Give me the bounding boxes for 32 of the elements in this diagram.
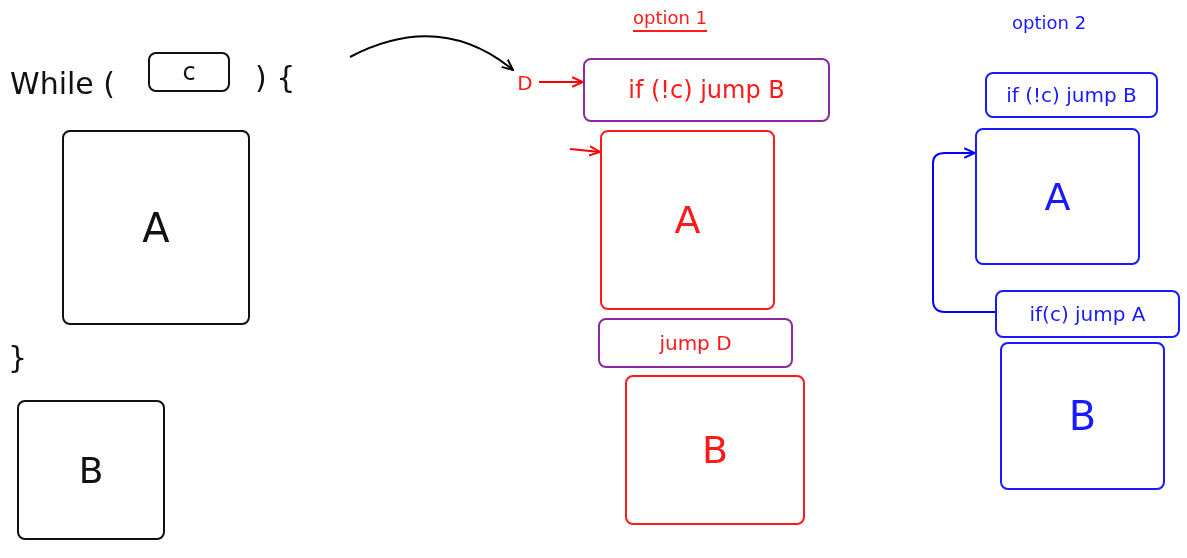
box-label: A	[142, 204, 170, 251]
column-heading: option 1	[632, 6, 708, 32]
box-label: c	[182, 58, 196, 86]
box-label: B	[78, 449, 104, 491]
box-label: if(c) jump A	[1029, 302, 1146, 326]
code-box	[985, 72, 1158, 118]
code-box	[995, 290, 1180, 338]
code-box	[975, 128, 1140, 265]
column-heading: option 2	[1012, 12, 1087, 33]
arrow	[932, 147, 996, 313]
box-label: B	[1068, 393, 1097, 439]
box-label: if (!c) jump B	[1006, 83, 1137, 107]
code-text: ) {	[255, 60, 296, 95]
code-text: While (	[10, 66, 116, 101]
box-label: A	[674, 198, 701, 242]
arrow	[349, 35, 514, 71]
code-text: D	[517, 71, 533, 95]
code-box	[625, 375, 805, 525]
code-box	[148, 52, 230, 92]
box-label: A	[1044, 174, 1071, 219]
box-label: if (!c) jump B	[628, 76, 785, 104]
arrow	[569, 145, 601, 157]
code-box	[598, 318, 793, 368]
code-box	[17, 400, 165, 540]
code-box	[583, 58, 830, 122]
arrow	[538, 76, 584, 88]
code-box	[1000, 342, 1165, 490]
code-box	[600, 130, 775, 310]
code-text: }	[8, 340, 28, 375]
box-label: jump D	[659, 331, 732, 355]
code-box	[62, 130, 250, 325]
box-label: B	[701, 428, 729, 472]
